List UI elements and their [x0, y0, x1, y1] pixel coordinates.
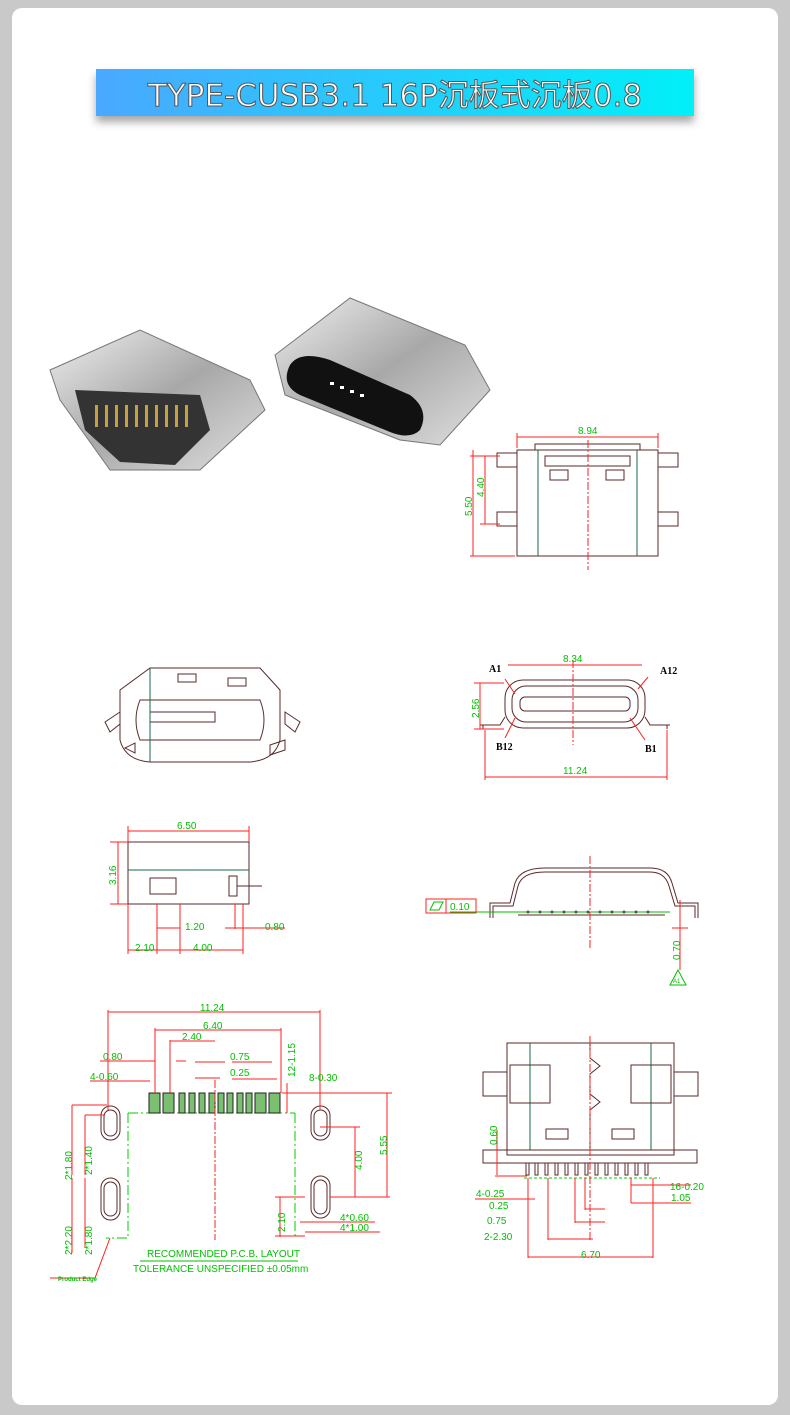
top-view-drawing: 8.94 4.40 5.50 [464, 426, 679, 570]
bottom-view-drawing: 0.60 16-0.20 1.05 4-0.25 0.25 0.75 2-2.3… [475, 1036, 704, 1261]
dim-overall: 11.24 [200, 1003, 225, 1014]
datum-label: A1 [673, 979, 681, 985]
dim-width: 6.50 [177, 821, 197, 832]
dim-4-00: 4.00 [354, 1150, 365, 1170]
pcb-caption: RECOMMENDED P.C.B. LAYOUT [147, 1249, 300, 1260]
dim-height: 3.16 [108, 865, 119, 885]
dim-4-0-60: 4-0.60 [90, 1072, 119, 1083]
dim-h1: 4.40 [476, 477, 487, 497]
pin-label-a1: A1 [489, 664, 501, 675]
dim-1-05: 1.05 [671, 1193, 691, 1204]
front-view-drawing: 8.34 A1 A12 2.56 B12 B1 11.24 [471, 654, 677, 780]
dim-5-55: 5.55 [379, 1135, 390, 1155]
dim-overall: 11.24 [563, 766, 588, 777]
tolerance-note: TOLERANCE UNSPECIFIED ±0.05mm [133, 1264, 308, 1275]
dim-0-75: 0.75 [230, 1052, 250, 1063]
dim-2-10: 2.10 [277, 1212, 288, 1232]
dim-2x1-80-top: 2*1.80 [64, 1151, 75, 1180]
dim-h2: 5.50 [464, 496, 475, 516]
page-title: TYPE-CUSB3.1 16P沉板式沉板0.8 [147, 78, 643, 115]
dim-0-80: 0.80 [103, 1052, 123, 1063]
content-card [12, 8, 778, 1405]
dim-2-40: 2.40 [182, 1032, 202, 1043]
side-view-drawing: 6.50 3.16 1.20 0.80 2.10 4.00 [108, 821, 285, 954]
pin-label-b1: B1 [645, 744, 657, 755]
title-banner: TYPE-CUSB3.1 16P沉板式沉板0.8 [96, 69, 694, 116]
dim-0-25: 0.25 [489, 1201, 509, 1212]
flatness-value: 0.10 [450, 902, 470, 913]
dim-width: 8.94 [578, 426, 598, 437]
connector-photo-back [49, 329, 266, 471]
dim-4-0-25: 4-0.25 [476, 1189, 505, 1200]
dim-slot-outer: 4*1.00 [340, 1223, 369, 1234]
dim-2x1-80-bottom: 2*1.80 [84, 1226, 95, 1255]
dim-6-70: 6.70 [581, 1250, 601, 1261]
dim-16-0-20: 16-0.20 [670, 1182, 704, 1193]
dim-2x1-40: 2*1.40 [84, 1146, 95, 1175]
dim-0-75: 0.75 [487, 1216, 507, 1227]
dim-1-20: 1.20 [185, 922, 205, 933]
dim-height: 0.70 [672, 940, 683, 960]
dim-2x2-20: 2*2.20 [64, 1226, 75, 1255]
pin-label-b12: B12 [496, 742, 513, 753]
product-edge-label: Product Edge [58, 1277, 98, 1283]
dim-2-10: 2.10 [135, 943, 155, 954]
dim-12-1-15: 12-1.15 [287, 1043, 298, 1077]
dim-2-2-30: 2-2.30 [484, 1232, 513, 1243]
rear-view-drawing: 0.10 0.70 A1 [425, 856, 699, 986]
dim-0-25: 0.25 [230, 1068, 250, 1079]
dim-width: 8.34 [563, 654, 583, 665]
dim-height: 2.56 [471, 698, 482, 718]
dim-span: 6.40 [203, 1021, 223, 1032]
dim-8-0-30: 8-0.30 [309, 1073, 338, 1084]
isometric-view-drawing [104, 667, 301, 763]
pin-label-a12: A12 [660, 666, 677, 677]
dim-slot-width: 4*0.60 [340, 1213, 369, 1224]
pcb-layout-drawing: 11.24 6.40 2.40 0.80 0.75 4-0.60 0.25 12… [50, 1003, 392, 1283]
connector-photo-front [274, 297, 491, 446]
dim-4-00: 4.00 [193, 943, 213, 954]
dim-0-60: 0.60 [489, 1125, 500, 1145]
dim-0-80: 0.80 [265, 922, 285, 933]
